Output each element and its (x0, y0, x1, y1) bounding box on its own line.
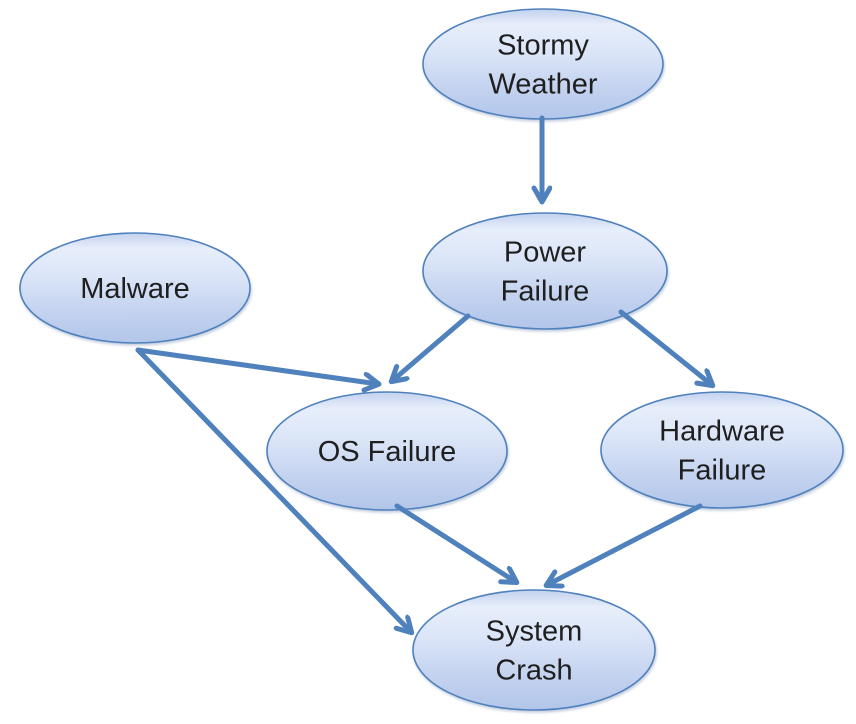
node-label-line: Malware (80, 273, 190, 305)
node-ellipse-power-failure (422, 212, 668, 330)
node-ellipse-malware (19, 232, 251, 344)
node-label-line: Power (504, 237, 587, 269)
node-label-os-failure: OS Failure (318, 436, 457, 468)
edge-malware-to-crash (135, 347, 411, 632)
node-label-line: OS Failure (318, 436, 457, 468)
node-label-line: Failure (501, 276, 590, 308)
node-label-line: System (486, 616, 583, 648)
node-label-line: Weather (488, 69, 597, 101)
edge-power-to-os (392, 313, 471, 381)
node-os-failure: OS Failure (266, 391, 508, 511)
node-ellipse-hardware-failure (600, 391, 844, 509)
edge-os-to-crash (394, 503, 516, 582)
node-ellipse-os-failure (266, 391, 508, 511)
node-label-line: Hardware (659, 416, 785, 448)
edge-hardware-to-crash (547, 503, 703, 585)
edge-malware-to-os (135, 347, 378, 384)
node-ellipse-stormy-weather (422, 8, 664, 120)
node-ellipse-system-crash (412, 589, 656, 711)
node-label-line: Failure (678, 455, 767, 487)
node-label-malware: Malware (80, 273, 190, 305)
edge-power-to-hardware (618, 309, 712, 385)
node-label-line: Crash (495, 655, 572, 687)
node-label-line: Stormy (497, 30, 589, 62)
node-malware: Malware (19, 232, 251, 344)
